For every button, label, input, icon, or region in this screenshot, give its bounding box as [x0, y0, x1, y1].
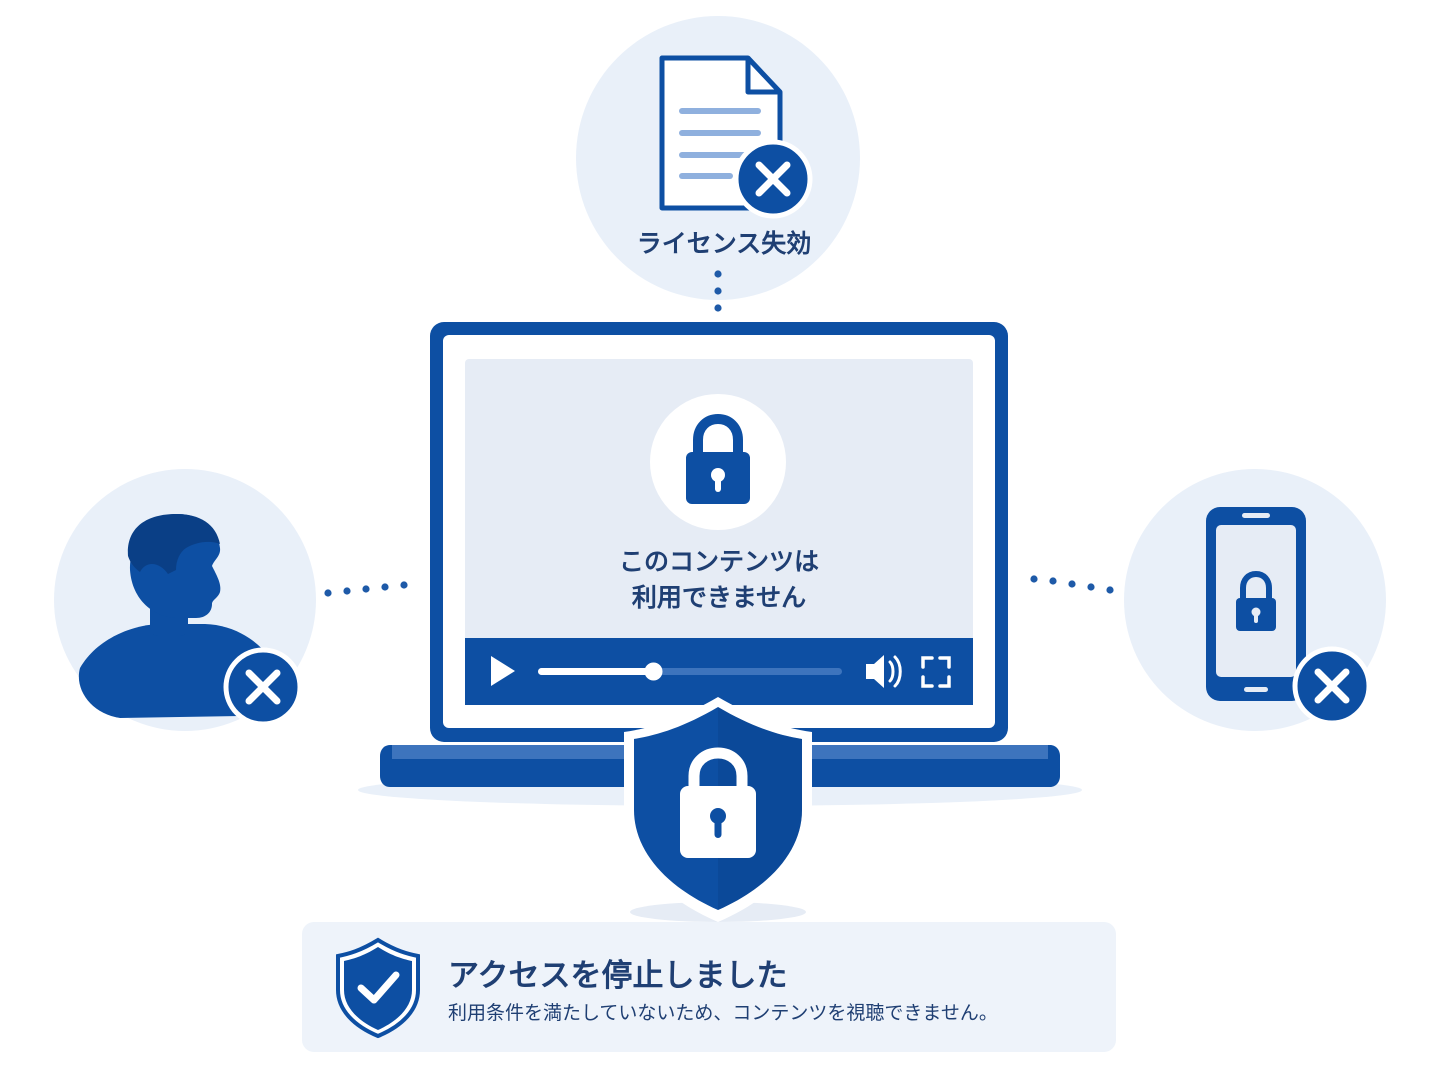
screen-lock-icon — [650, 394, 786, 530]
connector-top — [714, 270, 722, 312]
progress-fill — [538, 668, 654, 675]
connector-right — [1030, 575, 1114, 594]
volume-icon[interactable] — [866, 655, 902, 688]
shield-lock-icon — [624, 697, 812, 922]
fullscreen-icon[interactable] — [921, 656, 951, 688]
laptop — [358, 322, 1082, 806]
license-node — [576, 16, 860, 300]
video-area — [465, 359, 973, 705]
smartphone-icon — [1206, 507, 1306, 701]
notice-description: 利用条件を満たしていないため、コンテンツを視聴できません。 — [448, 1002, 998, 1024]
user-icon — [78, 514, 279, 718]
user-node — [54, 469, 316, 731]
device-x-icon — [1292, 646, 1372, 726]
notice-title: アクセスを停止しました — [448, 958, 788, 994]
play-icon[interactable] — [491, 656, 515, 686]
video-player-controls — [465, 638, 973, 705]
license-expired-label: ライセンス失効 — [636, 229, 812, 258]
progress-knob[interactable] — [644, 662, 663, 681]
content-unavailable-line2: 利用できません — [631, 583, 807, 612]
notice-background — [302, 922, 1116, 1052]
user-x-icon — [223, 647, 303, 727]
license-x-icon — [733, 139, 813, 219]
notice-panel — [302, 922, 1116, 1052]
shield-check-icon — [336, 937, 420, 1039]
content-unavailable-message: このコンテンツは 利用できません — [560, 544, 878, 616]
connector-left — [324, 581, 408, 597]
device-node — [1124, 469, 1386, 731]
content-unavailable-line1: このコンテンツは — [618, 547, 819, 576]
